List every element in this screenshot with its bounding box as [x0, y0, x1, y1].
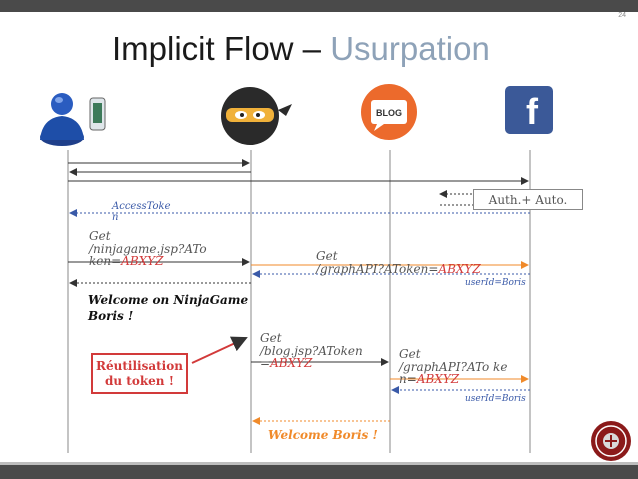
get-blog-line2: /blog.jsp?AToken: [260, 343, 363, 358]
page-number: 24: [618, 12, 626, 19]
get-blog-token: ABXYZ: [270, 356, 313, 371]
get-ninjagame-line2: /ninjagame.jsp?ATo: [89, 241, 207, 256]
bottom-bar-accent: [0, 462, 638, 465]
get-ninjagame-line3: ken=: [89, 254, 122, 269]
user-with-phone-icon: [40, 93, 106, 146]
ninja-icon: [221, 87, 292, 145]
welcome-boris-label: Welcome Boris !: [268, 428, 378, 442]
get-graph-2-line1: Get: [399, 347, 421, 361]
facebook-icon-label: f: [526, 91, 539, 132]
blog-icon-label: BLOG: [376, 108, 402, 118]
token-reuse-line1: Réutilisation: [96, 359, 183, 374]
welcome-ninjagame-line2: Boris !: [88, 309, 134, 324]
get-graph-2-line2: /graphAPI?ATo ke: [399, 359, 508, 374]
get-graph-1-line1: Get: [316, 249, 338, 263]
title-main: Implicit Flow –: [112, 30, 331, 67]
get-graph-1-label: Get/graphAPI?AToken=ABXYZ: [316, 250, 481, 275]
get-blog-label: Get/blog.jsp?AToken=ABXYZ: [260, 332, 363, 370]
get-graph-1-token: ABXYZ: [438, 261, 481, 276]
facebook-icon: f: [505, 86, 553, 134]
userid-1-label: userId=Boris: [465, 278, 526, 288]
access-token-line1: AccessToke: [112, 201, 171, 212]
access-token-line2: n: [112, 211, 119, 223]
get-ninjagame-line1: Get: [89, 229, 111, 243]
userid-2-label: userId=Boris: [465, 394, 526, 404]
reuse-arrow: [191, 336, 248, 364]
blog-icon: BLOG: [361, 84, 417, 140]
slide-title: Implicit Flow – Usurpation: [112, 30, 490, 68]
auth-auto-box: Auth.+ Auto.: [473, 189, 583, 210]
bottom-bar: [0, 465, 638, 479]
token-reuse-line2: du token !: [105, 373, 174, 388]
get-graph-1-line2: /graphAPI?AToken=: [316, 261, 439, 276]
top-bar: [0, 0, 638, 12]
get-blog-line3: =: [260, 356, 271, 371]
get-ninjagame-token: ABXYZ: [121, 254, 164, 269]
get-blog-line1: Get: [260, 331, 282, 345]
get-graph-2-token: ABXYZ: [416, 372, 460, 387]
title-sub: Usurpation: [330, 30, 490, 67]
welcome-ninjagame-line1: Welcome on NinjaGame: [88, 293, 249, 307]
get-graph-2-line3: n=: [399, 372, 417, 387]
seal-icon: [591, 421, 631, 461]
